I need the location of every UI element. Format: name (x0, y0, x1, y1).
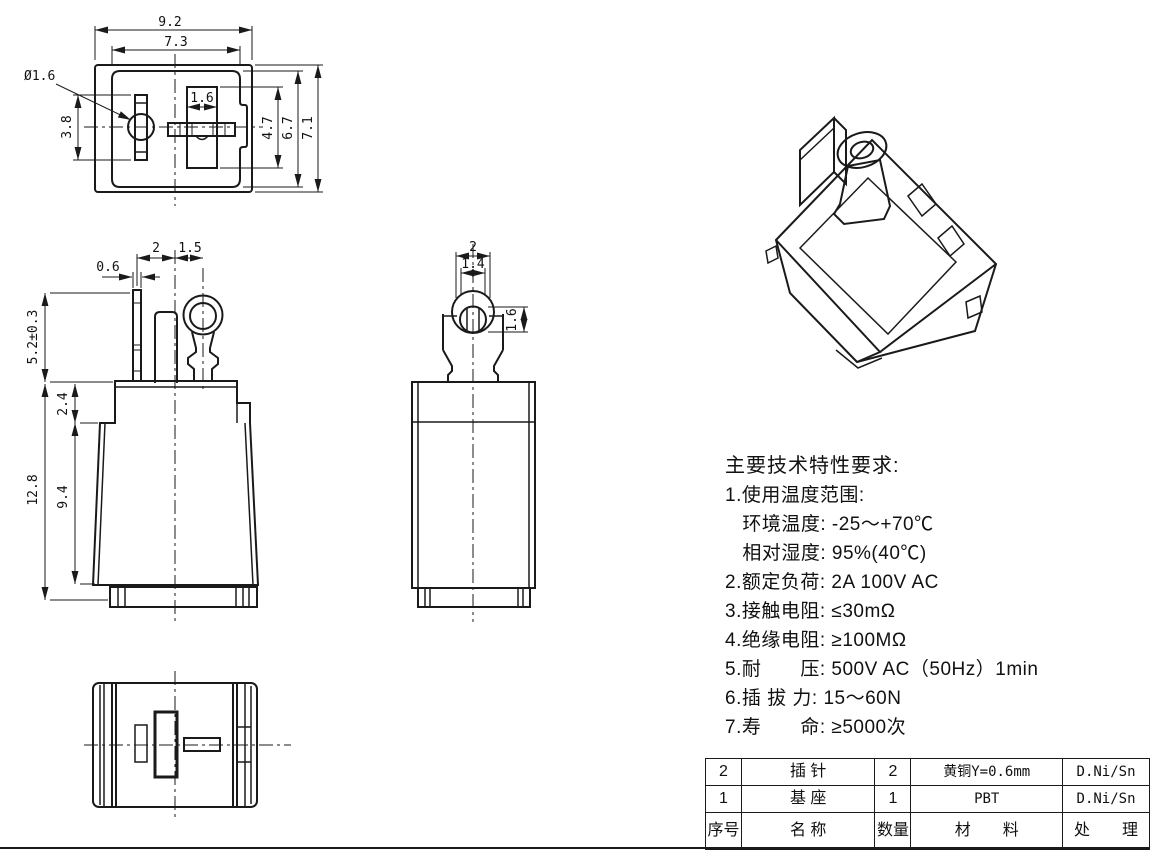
tech-notes: 主要技术特性要求: 1.使用温度范围: 环境温度: -25～+70℃ 相对湿度:… (725, 452, 1135, 742)
bom-item-name: 插 针 (740, 758, 876, 786)
bom-row: 2 插 针 2 黄铜Y=0.6mm D.Ni/Sn (705, 758, 1150, 786)
side-view: 2 1.4 1.6 (411, 240, 536, 622)
dim-flange-height: 2.4 (56, 392, 71, 416)
tech-notes-title: 主要技术特性要求: (725, 455, 900, 477)
tech-note-line: 4.绝缘电阻: ≥100MΩ (725, 630, 907, 651)
tech-note-line: 7.寿 命: ≥5000次 (725, 717, 907, 738)
sheet-bottom-border (0, 847, 1150, 849)
bom-item-qty: 2 (874, 758, 912, 786)
bom-item-name: 基 座 (740, 785, 876, 813)
bom-header-name: 名 称 (740, 812, 876, 850)
dim-body-height: 12.8 (26, 474, 41, 505)
isometric-view (765, 115, 998, 369)
front-view: 0.6 2 1.5 5.2±0.3 12.8 2.4 9.4 (26, 241, 260, 622)
bom-header-no: 序号 (705, 812, 742, 850)
dim-top-inner-width: 7.3 (164, 35, 187, 50)
bom-item-no: 2 (705, 758, 742, 786)
bom-item-material: PBT (910, 785, 1064, 813)
bom-header-material: 材 料 (910, 812, 1064, 850)
dim-cavity-height: 4.7 (261, 116, 276, 139)
tech-note-line: 1.使用温度范围: (725, 485, 865, 506)
blade-pin (132, 289, 142, 382)
dim-top-outer-width: 9.2 (158, 15, 181, 30)
tech-note-line: 6.插 拔 力: 15～60N (725, 688, 902, 709)
bom-row: 1 基 座 1 PBT D.Ni/Sn (705, 785, 1150, 813)
tech-note-line: 5.耐 压: 500V AC（50Hz）1min (725, 659, 1039, 680)
dim-key-width: 1.6 (190, 91, 213, 106)
bom-item-qty: 1 (874, 785, 912, 813)
dim-taper-height: 9.4 (56, 485, 71, 509)
dim-outer-height: 7.1 (301, 116, 316, 139)
dim-hole-diameter: Ø1.6 (24, 69, 55, 84)
dim-lug-hole-height: 1.6 (505, 308, 520, 331)
tech-note-line: 2.额定负荷: 2A 100V AC (725, 572, 939, 593)
top-view: 9.2 7.3 Ø1.6 3.8 1.6 4.7 6.7 7.1 (24, 15, 323, 206)
tech-note-line: 环境温度: -25～+70℃ (725, 514, 934, 535)
bom-item-finish: D.Ni/Sn (1062, 758, 1150, 786)
bom-header-qty: 数量 (874, 812, 912, 850)
bom-table: 2 插 针 2 黄铜Y=0.6mm D.Ni/Sn 1 基 座 1 PBT D.… (705, 758, 1150, 850)
dim-slot-height: 3.8 (60, 115, 75, 138)
dim-lug-inner-width: 1.4 (461, 257, 485, 272)
bom-header-row: 序号 名 称 数量 材 料 处 理 (705, 812, 1150, 850)
tech-note-line: 相对湿度: 95%(40℃) (725, 543, 927, 564)
dim-pin-height: 5.2±0.3 (26, 310, 41, 365)
bom-item-no: 1 (705, 785, 742, 813)
bottom-view (84, 671, 291, 819)
iso-blade-pin (799, 115, 847, 208)
dim-lug-width: 2 (469, 240, 477, 255)
bom-item-material: 黄铜Y=0.6mm (910, 758, 1064, 786)
dim-pin-pitch-2: 1.5 (178, 241, 201, 256)
dim-pin-pitch-1: 2 (152, 241, 160, 256)
bom-header-finish: 处 理 (1062, 812, 1150, 850)
dim-pin-thickness: 0.6 (96, 260, 119, 275)
tech-note-line: 3.接触电阻: ≤30mΩ (725, 601, 896, 622)
iso-ring-pin (832, 131, 892, 226)
dim-inner-height: 6.7 (281, 116, 296, 139)
bom-item-finish: D.Ni/Sn (1062, 785, 1150, 813)
